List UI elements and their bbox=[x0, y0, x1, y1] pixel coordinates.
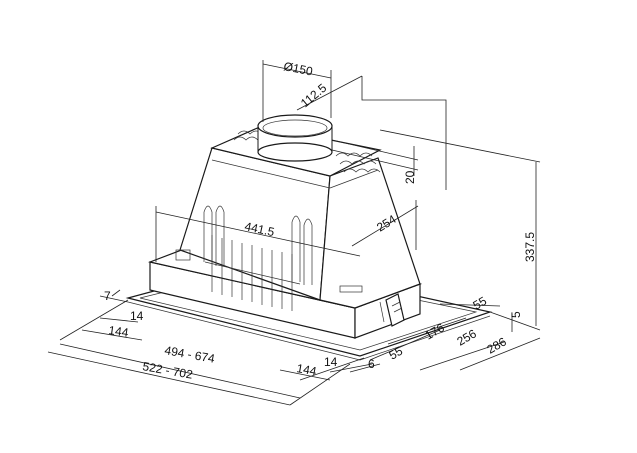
label-front-14: 14 bbox=[324, 355, 338, 369]
label-front-6: 6 bbox=[368, 357, 375, 371]
label-duct-height: 20 bbox=[403, 170, 417, 184]
label-side-5: 5 bbox=[509, 311, 523, 318]
label-front-144: 144 bbox=[295, 361, 317, 378]
hood-body bbox=[147, 114, 423, 339]
label-side-256: 256 bbox=[455, 326, 480, 348]
label-side-55-front: 55 bbox=[387, 344, 406, 363]
front-grille bbox=[203, 205, 313, 311]
side-bracket bbox=[379, 293, 405, 327]
label-body-width: 441.5 bbox=[243, 219, 276, 239]
label-inner-width: 494 - 674 bbox=[163, 343, 216, 366]
label-flange-7: 7 bbox=[104, 289, 111, 303]
label-left-144: 144 bbox=[108, 323, 130, 340]
label-duct-diameter: Ø150 bbox=[282, 59, 314, 78]
dimension-lines bbox=[47, 60, 541, 406]
label-side-286: 286 bbox=[485, 334, 510, 356]
label-total-height: 337.5 bbox=[523, 232, 537, 262]
label-side-55-back: 55 bbox=[471, 294, 490, 313]
label-left-14: 14 bbox=[130, 309, 144, 323]
duct-collar bbox=[257, 114, 333, 162]
